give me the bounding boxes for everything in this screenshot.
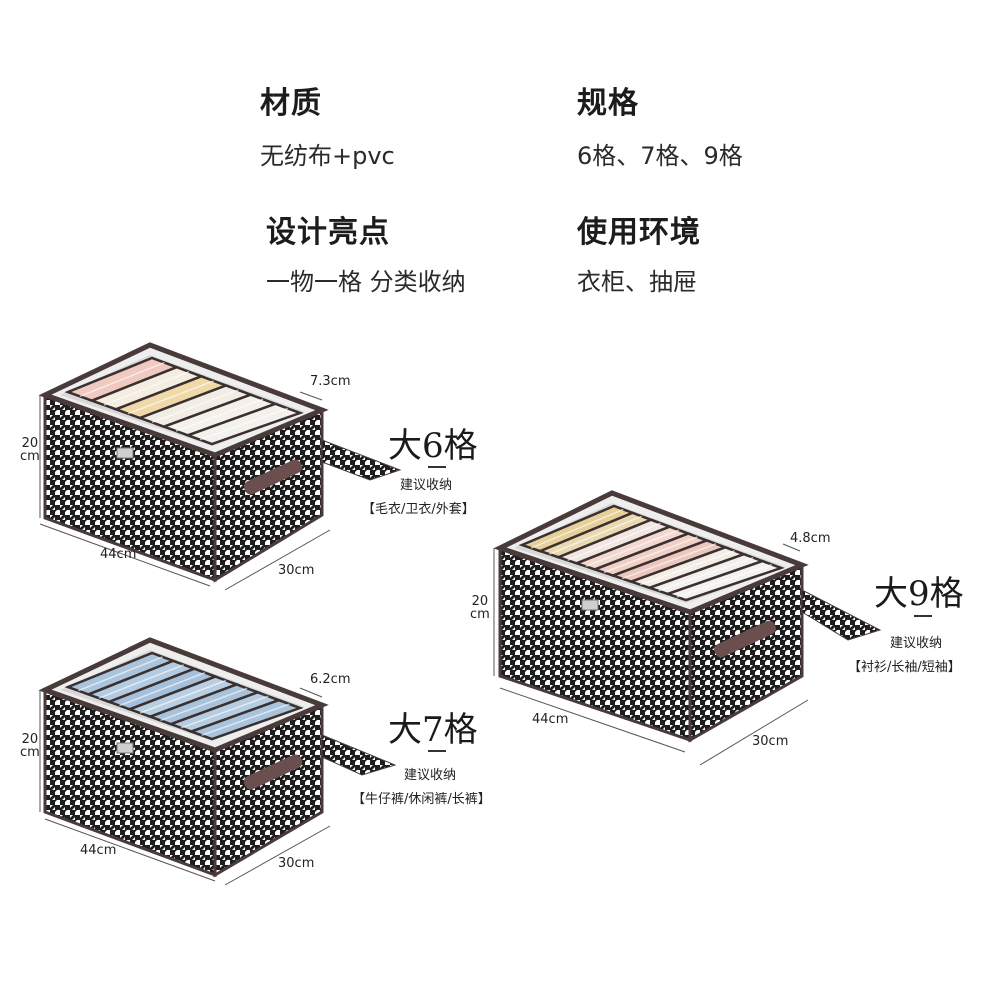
clothing-fold-line: [530, 508, 624, 549]
height-label: 20 cm: [20, 732, 40, 760]
box-handle: [243, 459, 303, 495]
clothing-fold-line: [139, 679, 227, 714]
clothing-fold-line: [151, 389, 239, 424]
box-label-window: [116, 742, 134, 754]
clothing-fold-line: [621, 543, 717, 580]
side-zipper-flap: [801, 589, 882, 641]
suggest-label: 建议收纳: [400, 478, 453, 493]
size-value: 6格、7格、9格: [577, 142, 743, 170]
box-size-title: 大9格: [874, 574, 964, 614]
clothing-fold-line: [199, 407, 288, 441]
title-divider: [428, 466, 446, 468]
clothing-fold-line: [180, 695, 269, 729]
env-title: 使用环境: [577, 215, 701, 250]
height-label: 20 cm: [470, 594, 490, 622]
compartment-width-label: 7.3cm: [310, 374, 351, 389]
clothing-fold-line: [585, 529, 680, 568]
box-7-grid: [38, 637, 397, 878]
box-label-window: [581, 599, 599, 611]
design-title: 设计亮点: [266, 215, 390, 250]
clothing-fold-line: [201, 703, 290, 736]
clothing-fold-line: [549, 515, 643, 555]
clothes-group: [64, 356, 304, 446]
box-6-grid: [38, 342, 402, 583]
depth-label: 30cm: [278, 856, 315, 871]
clothing-fold-line: [175, 398, 264, 432]
clothing-fold-line: [658, 556, 754, 592]
dimension-lines: [39, 391, 809, 886]
suggest-label: 建议收纳: [404, 768, 457, 783]
title-divider: [914, 615, 932, 617]
depth-label: 30cm: [278, 563, 315, 578]
material-value: 无纺布+pvc: [260, 142, 395, 170]
clothing-fold-line: [603, 536, 698, 574]
clothing-fold-line: [79, 361, 165, 398]
length-label: 44cm: [100, 547, 137, 562]
length-label: 44cm: [532, 712, 569, 727]
box-size-title: 大6格: [388, 426, 478, 466]
length-label: 44cm: [80, 843, 117, 858]
clothing-fold-line: [103, 371, 190, 406]
depth-label: 30cm: [752, 734, 789, 749]
suggested-items: 【毛衣/卫衣/外套】: [362, 502, 475, 517]
material-title: 材质: [260, 86, 322, 121]
suggested-items: 【衬衫/长袖/短袖】: [848, 660, 961, 675]
clothing-fold-line: [127, 380, 214, 415]
clothing-fold-line: [567, 522, 661, 561]
box-size-title: 大7格: [388, 710, 478, 750]
suggest-label: 建议收纳: [890, 636, 943, 651]
suggested-items: 【牛仔裤/休闲裤/长裤】: [352, 792, 491, 807]
clothes-group: [64, 651, 304, 741]
size-title: 规格: [577, 86, 639, 121]
box-handle: [243, 754, 303, 790]
clothing-fold-line: [119, 671, 206, 707]
side-zipper-flap: [321, 439, 402, 481]
compartment-width-label: 4.8cm: [790, 531, 831, 546]
box-label-window: [116, 447, 134, 459]
title-divider: [428, 750, 446, 752]
box-9-grid: [493, 490, 882, 743]
compartment-width-label: 6.2cm: [310, 672, 351, 687]
clothing-fold-line: [98, 664, 184, 699]
clothing-fold-line: [78, 656, 163, 692]
env-value: 衣柜、抽屉: [577, 268, 697, 296]
height-label: 20 cm: [20, 436, 40, 464]
design-value: 一物一格 分类收纳: [266, 268, 466, 296]
clothing-fold-line: [676, 563, 772, 598]
clothing-fold-line: [640, 550, 735, 586]
clothes-group: [518, 504, 785, 602]
clothing-fold-line: [160, 687, 248, 722]
box-handle: [714, 620, 776, 658]
side-zipper-flap: [321, 734, 397, 776]
